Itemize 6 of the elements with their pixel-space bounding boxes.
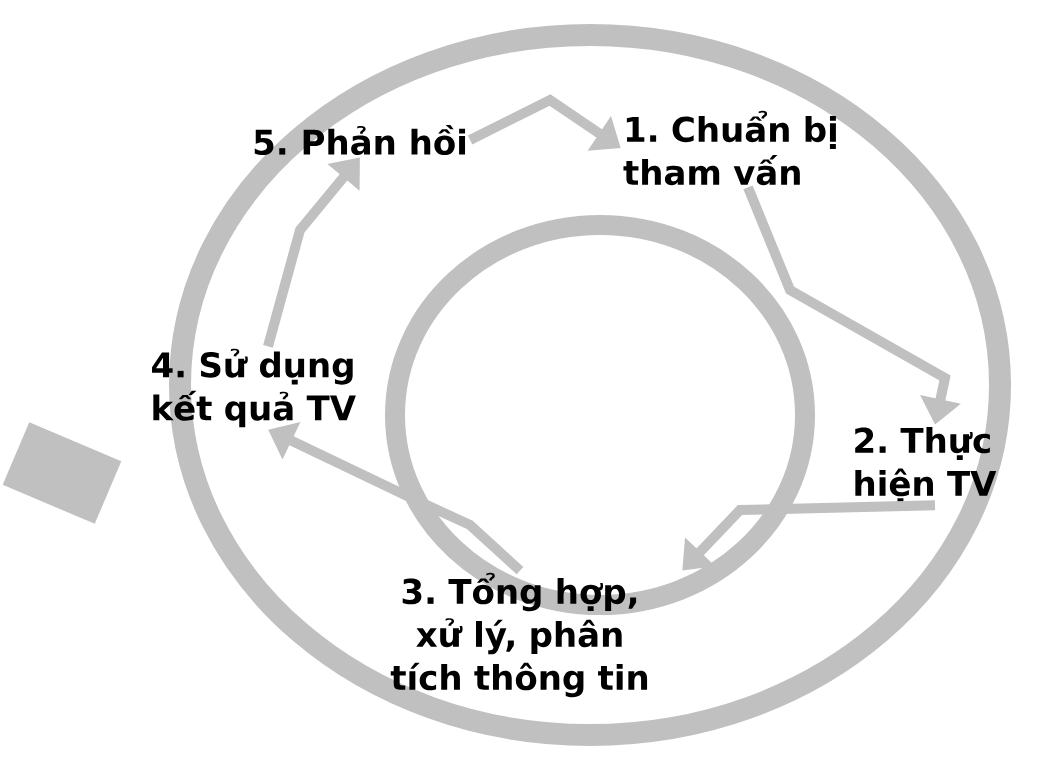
step-label: 1. Chuẩn bị tham vấn (623, 110, 836, 186)
step-label: 5. Phản hồi (254, 124, 466, 156)
step-label: 4. Sử dụng kết quả TV (152, 348, 356, 428)
step-label: 2. Thực hiện TV (855, 426, 997, 503)
step-label: 3. Tổng hợp, xử lý, phân tích thông tin (390, 572, 648, 698)
bar-shape (2, 422, 122, 524)
